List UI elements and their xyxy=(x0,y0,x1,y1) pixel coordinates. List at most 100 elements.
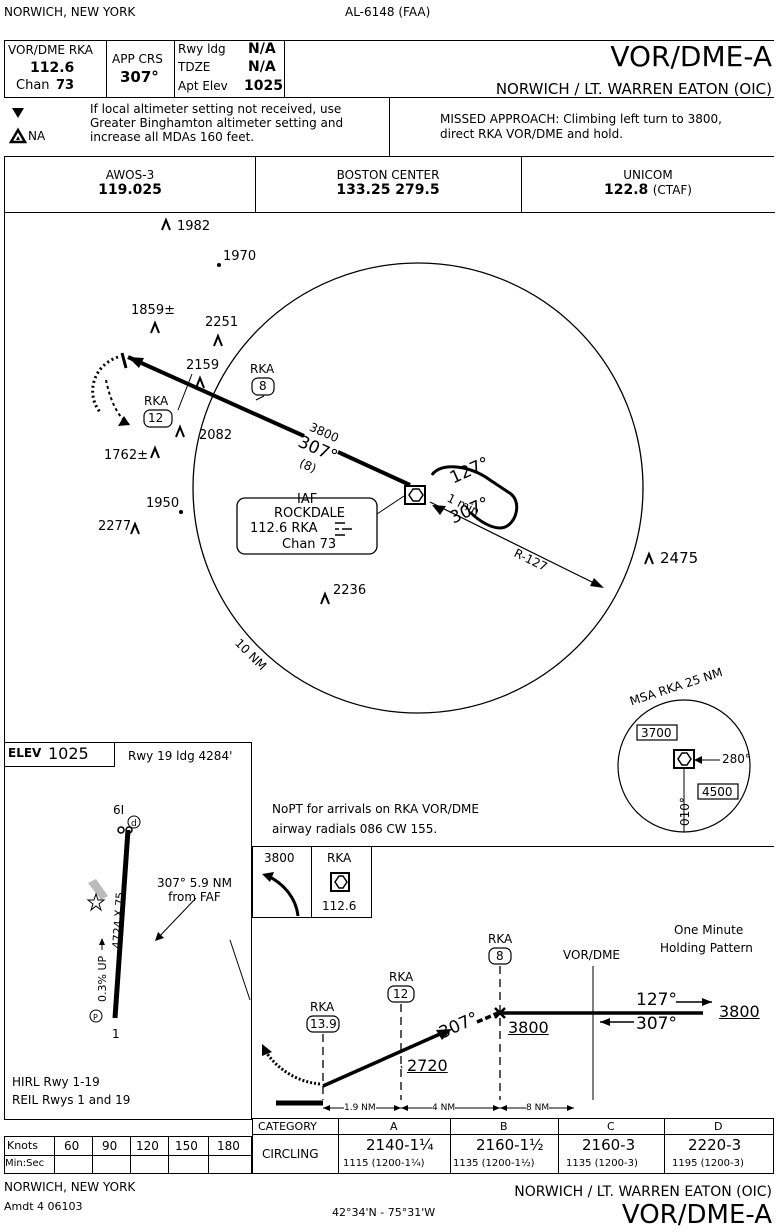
briefing-row-1 xyxy=(4,40,774,98)
fix-8-dme: 8 xyxy=(259,379,267,393)
elev-box xyxy=(4,742,115,767)
beacon-icon xyxy=(86,892,106,912)
nopt-note: NoPT for arrivals on RKA VOR/DME airway … xyxy=(272,802,479,836)
dist-2: 4 NM xyxy=(432,1103,456,1113)
minima-d: 2220-3 xyxy=(688,1136,742,1154)
radial-line xyxy=(429,501,601,587)
app-crs-box: APP CRS 307° xyxy=(106,40,175,98)
hold-altitude: 3800 xyxy=(719,1002,760,1021)
obstacle-2159: 2159 xyxy=(186,358,220,373)
category-b: B xyxy=(500,1120,508,1133)
obstacle-2236: 2236 xyxy=(333,583,367,598)
elev-label: ELEV xyxy=(8,746,42,760)
holding-note-1: One Minute xyxy=(674,923,744,937)
fix-12-dme: 12 xyxy=(148,411,164,425)
fix-a-name: RKA xyxy=(310,1000,335,1014)
holding-note-2: Holding Pattern xyxy=(660,941,753,955)
comm-boston-center: BOSTON CENTER 133.25 279.5 xyxy=(255,156,522,212)
apt-elev-label: Apt Elev xyxy=(178,79,228,93)
category-d: D xyxy=(714,1120,723,1133)
course-arrowhead xyxy=(128,357,144,368)
footer-procedure: VOR/DME-A xyxy=(621,1200,772,1230)
elev-value: 1025 xyxy=(48,744,89,763)
profile-hold-inbound: 307° xyxy=(636,1014,677,1034)
comms-row: AWOS-3 119.025 BOSTON CENTER 133.25 279.… xyxy=(4,156,775,213)
fix-box-8 xyxy=(251,377,275,396)
msa-box-4500 xyxy=(697,783,739,800)
comm-awos: AWOS-3 119.025 xyxy=(5,156,256,212)
missed-approach-text: MISSED APPROACH: Climbing left turn to 3… xyxy=(440,112,722,141)
nav-name: VOR/DME RKA xyxy=(8,43,94,57)
msa-bearing-280: 280° xyxy=(722,752,751,766)
rwy-ldg-label: Rwy ldg xyxy=(178,42,226,56)
iaf-name: ROCKDALE xyxy=(274,506,345,521)
chan-value: 73 xyxy=(56,78,75,93)
svg-text:d: d xyxy=(131,819,137,829)
tdze-label: TDZE xyxy=(178,60,211,74)
nav-freq: 112.6 xyxy=(30,60,75,76)
minimums-table xyxy=(252,1118,774,1174)
comm-unicom: UNICOM 122.8 (CTAF) xyxy=(603,168,692,198)
footer-amendment: Amdt 4 06103 xyxy=(4,1200,83,1213)
missed-turn-path xyxy=(91,355,119,413)
minima-c-sub: 1135 (1200-3) xyxy=(566,1158,638,1169)
obstacle-1950: 1950 xyxy=(146,496,180,511)
airport-sketch xyxy=(4,742,252,1120)
speed-90: 90 xyxy=(102,1139,118,1153)
svg-text:P: P xyxy=(93,1013,98,1022)
inbound-course-line-1 xyxy=(127,355,305,438)
altimeter-note: If local altimeter setting not received,… xyxy=(90,102,344,144)
min-altitude: 2720 xyxy=(407,1056,448,1075)
faf-altitude: 3800 xyxy=(508,1018,549,1037)
msa-alt-3700: 3700 xyxy=(641,726,672,740)
iaf-chan: Chan 73 xyxy=(282,537,337,552)
fix-8-name: RKA xyxy=(250,362,275,376)
descent-line xyxy=(322,1032,441,1088)
obstacle-1982: 1982 xyxy=(177,219,211,234)
obstacle-2082: 2082 xyxy=(199,428,233,443)
category-c: C xyxy=(607,1120,615,1133)
footer-airport: NORWICH / LT. WARREN EATON (OIC) xyxy=(514,1184,772,1200)
speed-120: 120 xyxy=(136,1139,159,1153)
missed-icon-alt: 3800 xyxy=(264,851,295,865)
missed-icon-fix: RKA xyxy=(327,851,352,865)
minima-c: 2160-3 xyxy=(582,1136,636,1154)
msa-box-3700 xyxy=(636,724,678,741)
category-a: A xyxy=(390,1120,398,1133)
airport-name: NORWICH / LT. WARREN EATON (OIC) xyxy=(495,80,772,98)
rwy-ldg-value: N/A xyxy=(248,41,276,57)
plan-view xyxy=(4,212,775,742)
app-crs-label: APP CRS xyxy=(112,52,163,66)
fix-12-name: RKA xyxy=(144,394,169,408)
obstacle-2277: 2277 xyxy=(98,519,132,534)
runway-top-number: 6I xyxy=(113,803,125,817)
runway xyxy=(112,829,131,1019)
iaf-box xyxy=(236,497,378,555)
apt-elev-value: 1025 xyxy=(244,78,283,94)
app-crs-value: 307° xyxy=(120,68,159,86)
footer-location: NORWICH, NEW YORK xyxy=(4,1180,136,1194)
minima-b-sub: 1135 (1200-1½) xyxy=(453,1158,535,1169)
ramp-area xyxy=(88,879,108,900)
profile-hold-outbound: 127° xyxy=(636,990,677,1010)
chan-label: Chan xyxy=(16,78,50,93)
circling-label: CIRCLING xyxy=(262,1147,319,1161)
fix-c-dme: 8 xyxy=(496,949,504,963)
obstacle-1970: 1970 xyxy=(223,249,257,264)
rwy-ldg-note: Rwy 19 ldg 4284' xyxy=(128,749,233,763)
inbound-course-line-2 xyxy=(337,450,411,487)
category-label: CATEGORY xyxy=(258,1120,317,1133)
obstacle-2475: 2475 xyxy=(660,549,699,567)
iaf-freq: 112.6 RKA xyxy=(250,521,318,536)
fix-box-12 xyxy=(143,409,173,428)
obstacle-icons xyxy=(130,217,654,605)
nav-box: VOR/DME RKA 112.6 Chan 73 xyxy=(4,40,107,98)
takeoff-minimums-icon xyxy=(8,108,28,144)
dist-3: 8 NM xyxy=(526,1103,550,1113)
obstacle-1762: 1762± xyxy=(104,448,148,463)
profile-top-border xyxy=(252,846,774,847)
fix-a-dme: 13.9 xyxy=(310,1017,337,1031)
